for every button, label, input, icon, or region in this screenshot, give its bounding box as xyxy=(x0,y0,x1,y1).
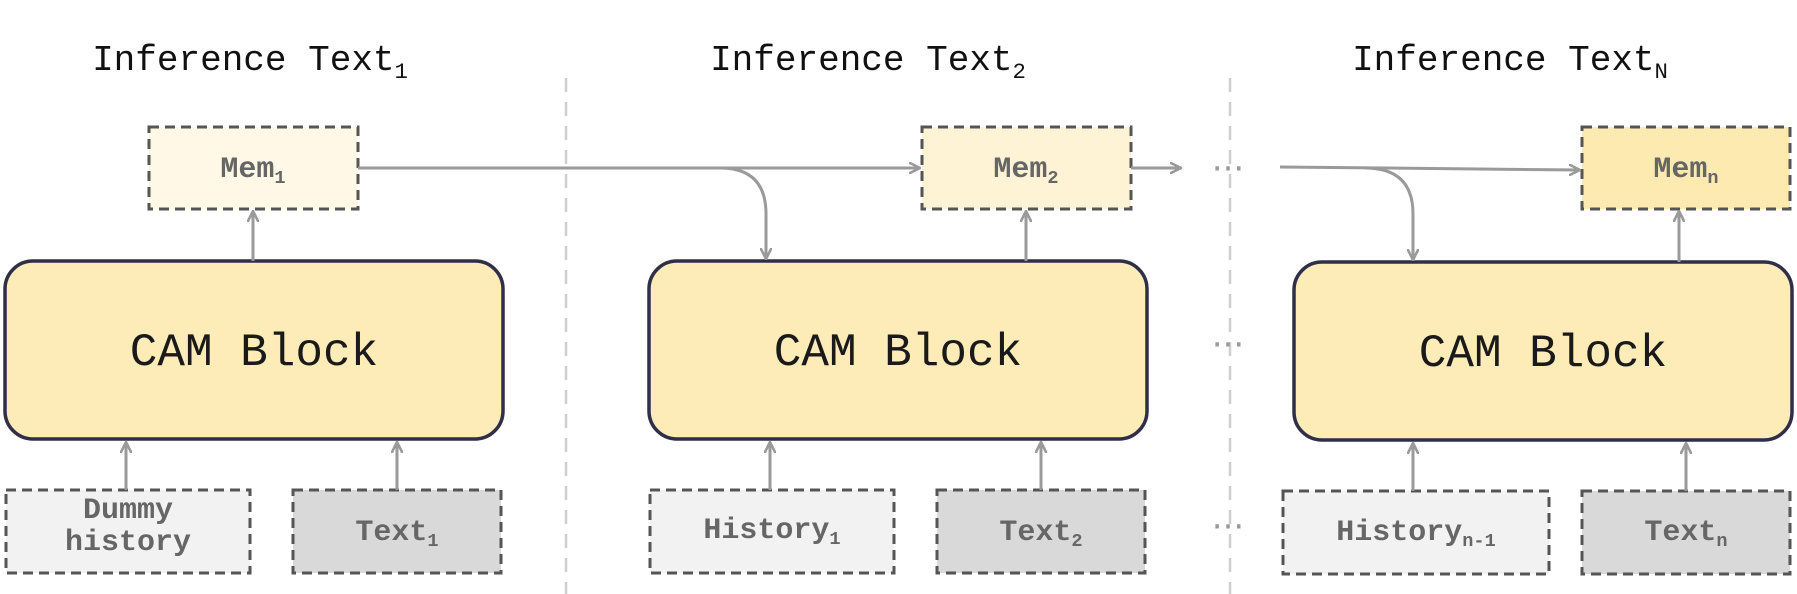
ellipsis: ··· xyxy=(1212,325,1244,365)
memory-to-block-arrow xyxy=(1364,166,1413,259)
cam-block xyxy=(1292,260,1794,442)
history-box xyxy=(1281,489,1551,576)
memory-to-block-arrow xyxy=(719,166,766,258)
memory-flow-arrow xyxy=(1279,167,1579,170)
memory-label: Mem2 xyxy=(993,153,1058,189)
cam-block-label: CAM Block xyxy=(130,327,378,379)
memory-box xyxy=(147,125,360,211)
memory-label: Memn xyxy=(1653,153,1718,189)
text-label: Text2 xyxy=(999,516,1082,552)
cam-block-label: CAM Block xyxy=(1419,328,1667,380)
memory-label: Mem1 xyxy=(220,153,285,189)
history-label: Historyn-1 xyxy=(1336,516,1496,552)
column-title: Inference TextN xyxy=(1352,40,1668,85)
history-label: Dummy xyxy=(83,494,173,528)
history-label-line2: history xyxy=(65,526,191,560)
ellipsis: ··· xyxy=(1212,149,1244,189)
history-label: History1 xyxy=(703,514,840,550)
column-title: Inference Text2 xyxy=(710,40,1026,85)
memory-box xyxy=(1580,125,1792,211)
column-title: Inference Text1 xyxy=(92,40,408,85)
cam-block-label: CAM Block xyxy=(774,327,1022,379)
history-box xyxy=(648,488,896,575)
text-label: Textn xyxy=(1644,516,1727,552)
ellipsis: ··· xyxy=(1212,507,1244,547)
cam-block xyxy=(647,259,1149,441)
history-box xyxy=(4,488,252,575)
text-label: Text1 xyxy=(355,516,438,552)
